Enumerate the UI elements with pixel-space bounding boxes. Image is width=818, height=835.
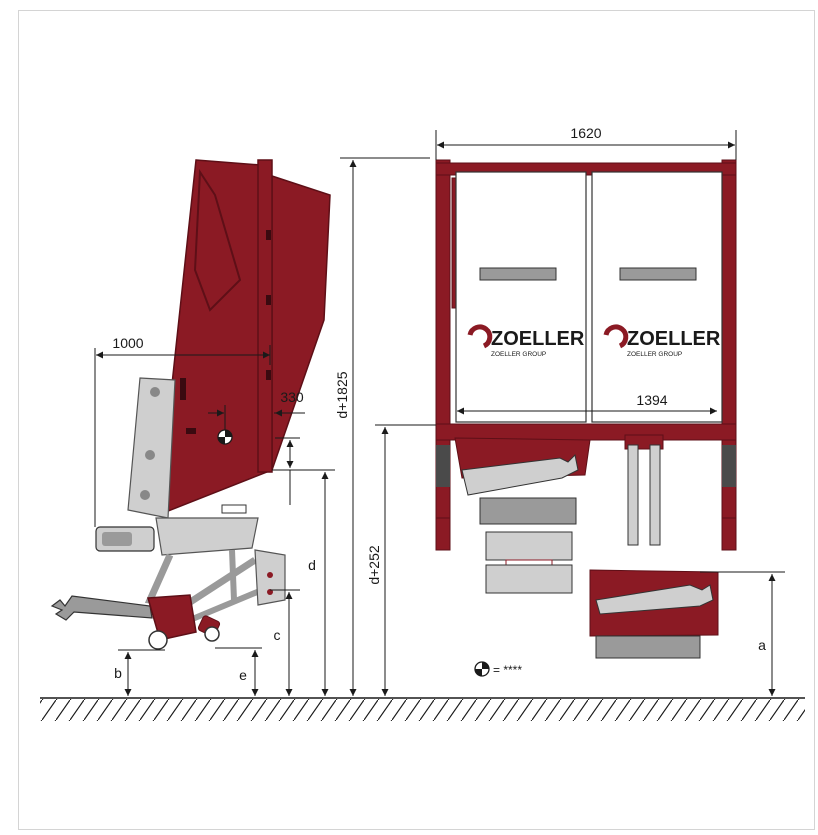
label-b: b [114, 665, 122, 681]
label-a: a [758, 637, 766, 653]
dim-width-inner: 1394 [636, 392, 667, 408]
dim-offset: 330 [280, 389, 304, 405]
label-c: c [274, 627, 281, 643]
logo-group-2: ZOELLER GROUP [627, 351, 682, 358]
logo-group-1: ZOELLER GROUP [491, 351, 546, 358]
side-view [50, 159, 331, 650]
ground [40, 697, 805, 721]
dimension-lines [94, 130, 785, 696]
rear-view [435, 159, 737, 659]
label-e: e [239, 667, 247, 683]
dim-reach: 1000 [112, 335, 143, 351]
logo-brand-1: ZOELLER [491, 328, 585, 350]
legend-text: = **** [493, 663, 522, 677]
cog-legend: = **** [474, 661, 522, 677]
logo-right: ZOELLER ZOELLER GROUP [603, 324, 721, 358]
logo-brand-2: ZOELLER [627, 328, 721, 350]
dim-height-pivot: d+252 [366, 545, 382, 585]
logo-left: ZOELLER ZOELLER GROUP [467, 324, 585, 358]
label-d: d [308, 557, 316, 573]
dim-width-total: 1620 [570, 125, 601, 141]
dim-height-top: d+1825 [334, 371, 350, 418]
center-of-gravity-icon [474, 661, 490, 677]
center-of-gravity-icon [217, 429, 233, 445]
